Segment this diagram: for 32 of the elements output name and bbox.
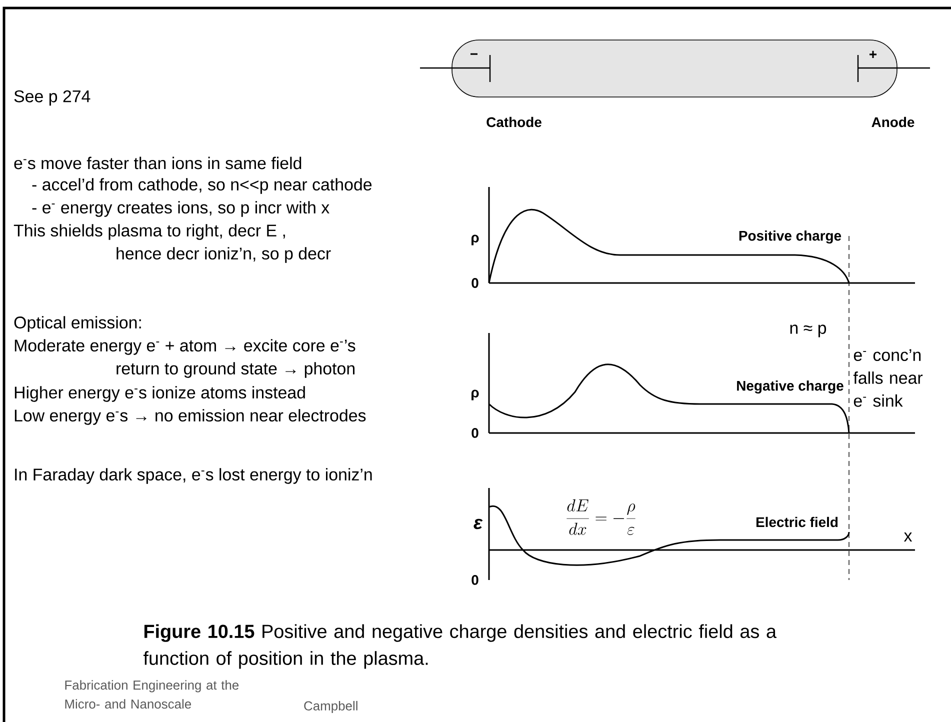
formula: $\frac{dE}{dx}=-\frac{\rho}{\varepsilon}$ [566,499,636,536]
note-text: e$^{-}$s move faster than ions in same field [14,156,302,170]
note-text: Higher energy e$^{-}$s ionize atoms instead [14,386,305,402]
curve-label: Electric field [756,516,838,528]
note-text: - e$^{-}$ energy creates ions, so p incr with x [32,201,330,217]
axis-label: 0 [472,428,478,438]
note-text: See p 274 [14,90,90,106]
axis-label: ρ [472,234,479,246]
note-text: - accel’d from cathode, so n<<p near cathode [32,178,372,194]
note-text: In Faraday dark space, e$^{-}$s lost energy to ioniz’n [15,468,372,484]
axis-label: ρ [472,390,479,400]
polarity-sign: − [470,53,478,55]
note-text: Optical emission: [14,316,141,332]
note-text: Low energy e$^{-}$s → no emission near electrodes [14,409,366,425]
footer-text: Campbell [304,700,358,714]
electrode-label: Anode [872,116,914,128]
electrode-label: Cathode [486,116,542,128]
note-text: n ≈ p [790,324,826,338]
axis-label: 0 [472,278,478,288]
note-text: e$^{-}$ conc’n falls near e$^{-}$ sink [853,349,923,407]
note-text: hence decr ioniz’n, so p decr [116,247,331,263]
note-text: return to ground state → photon [116,362,354,378]
curve-label: Positive charge [739,230,842,244]
polarity-sign: + [870,50,876,58]
axis-label: 0 [472,575,478,585]
note-text: This shields plasma to right, decr E , [14,224,285,240]
axis-label: x [904,532,912,542]
note-text: Moderate energy e$^{-}$ + atom → excite core e$^{-}$’s [14,339,356,355]
footer-text: Fabrication Engineering at the Micro- and Nanoscale [65,680,239,709]
figure-caption: Figure 10.15 Positive and negative charge densities and electric field as a function of position in the plasma. [143,624,776,669]
axis-label: ε [474,518,483,530]
curve-label: Negative charge [737,380,844,394]
